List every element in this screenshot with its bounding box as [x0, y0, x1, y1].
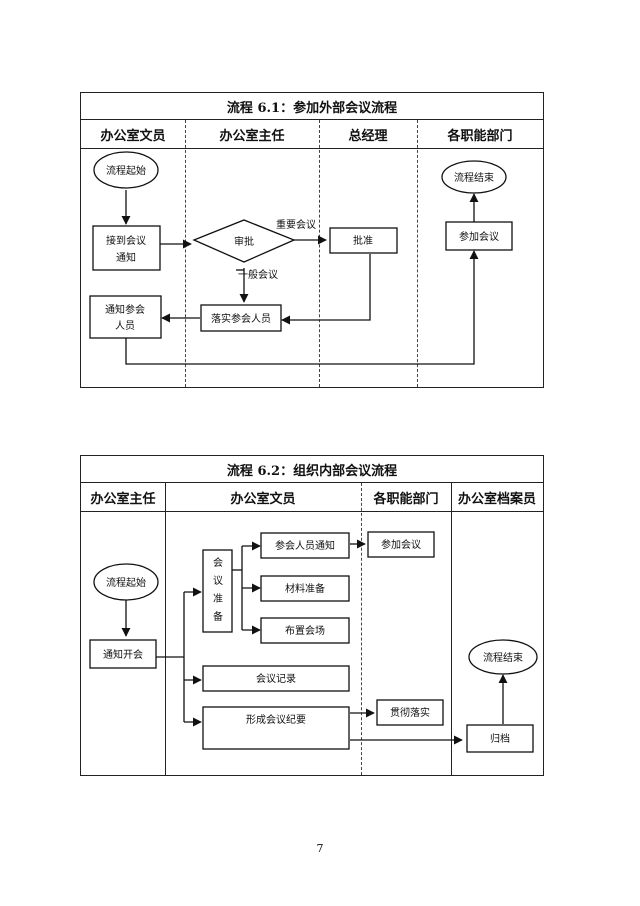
flowchart-6-1: 流程 6.1：参加外部会议流程 办公室文员 办公室主任 总经理 各职能部门	[80, 92, 544, 388]
lane-header-row: 办公室主任 办公室文员 各职能部门 办公室档案员	[81, 483, 543, 512]
flowchart-title: 流程 6.2：组织内部会议流程	[81, 456, 543, 483]
lane-header-general-manager: 总经理	[348, 128, 388, 144]
lane-divider	[361, 483, 362, 775]
lane-header-office-clerk: 办公室文员	[230, 491, 296, 507]
lane-header-office-clerk: 办公室文员	[100, 128, 166, 144]
lane-divider	[451, 483, 452, 775]
lane-divider	[417, 120, 418, 387]
lane-divider	[185, 120, 186, 387]
lane-header-departments: 各职能部门	[447, 128, 513, 144]
flowchart-6-2: 流程 6.2：组织内部会议流程 办公室主任 办公室文员 各职能部门 办公室档案员	[80, 455, 544, 776]
lane-header-row: 办公室文员 办公室主任 总经理 各职能部门	[81, 120, 543, 149]
lane-header-office-director: 办公室主任	[90, 491, 156, 507]
page-number: 7	[316, 842, 324, 855]
flowchart-title: 流程 6.1：参加外部会议流程	[81, 93, 543, 120]
lane-header-office-director: 办公室主任	[219, 128, 285, 144]
lane-header-departments: 各职能部门	[373, 491, 439, 507]
lane-header-archivist: 办公室档案员	[457, 491, 536, 507]
lane-divider	[319, 120, 320, 387]
lane-divider	[165, 483, 166, 775]
